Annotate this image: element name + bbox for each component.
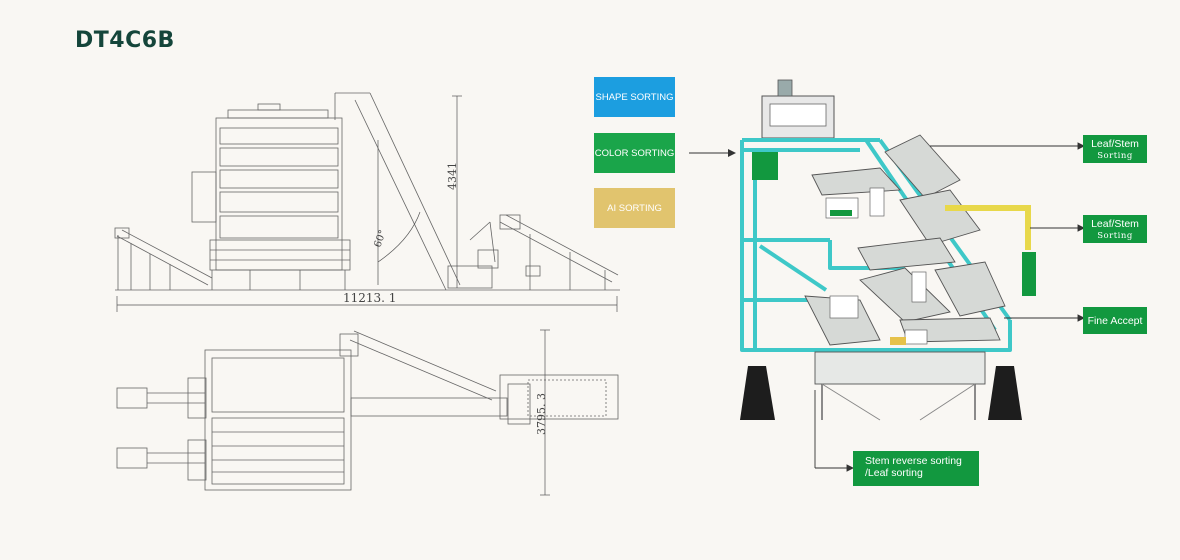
fine-accept-label: Fine Accept (1083, 307, 1147, 334)
plan-view (116, 330, 619, 491)
stem-reverse-sorting-label: Stem reverse sorting /Leaf sorting (853, 451, 979, 486)
overall-width-label: 3795. 3 (535, 393, 548, 435)
overall-length-label: 11213. 1 (343, 291, 396, 305)
overall-height-label: 4341 (446, 162, 459, 190)
color-sorting-badge: COLOR SORTING (594, 133, 675, 173)
sorter-schematic (740, 79, 1086, 472)
incline-angle-label: 60° (372, 229, 388, 249)
leaf-stem-title-1: Leaf/Stem (1091, 138, 1139, 150)
leaf-stem-sub-2: Sorting (1097, 231, 1133, 241)
page-title: DT4C6B (75, 28, 175, 53)
shape-sorting-badge: SHAPE SORTING (594, 77, 675, 117)
leaf-stem-sorting-label-2: Leaf/Stem Sorting (1083, 215, 1147, 243)
ai-sorting-badge: AI SORTING (594, 188, 675, 228)
leaf-stem-sorting-label-1: Leaf/Stem Sorting (1083, 135, 1147, 163)
input-arrow (689, 149, 736, 157)
stem-reverse-line1: Stem reverse sorting (865, 455, 962, 467)
stem-reverse-line2: /Leaf sorting (865, 467, 923, 479)
leaf-stem-title-2: Leaf/Stem (1091, 218, 1139, 230)
side-elevation-view (114, 92, 620, 291)
dimension-lines (116, 95, 618, 312)
leaf-stem-sub-1: Sorting (1097, 151, 1133, 161)
